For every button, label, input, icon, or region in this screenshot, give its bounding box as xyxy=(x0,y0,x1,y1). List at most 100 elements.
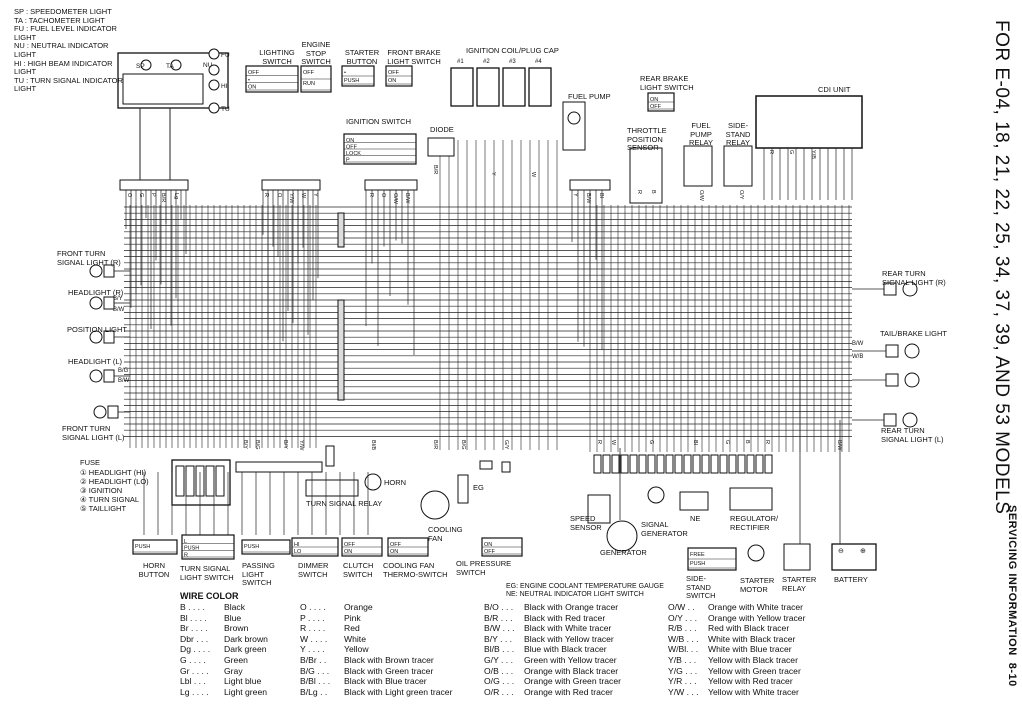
fuse xyxy=(176,466,184,496)
wire-color-entry: Bl/B . . .Blue with Black tracer xyxy=(484,644,621,655)
wire-color-entry: R . . . .Red xyxy=(300,623,452,634)
wire-code-label: G xyxy=(648,440,654,444)
rear-turn-r-label: REAR TURN SIGNAL LIGHT (R) xyxy=(882,270,952,287)
lamp-connector xyxy=(884,414,896,426)
wire-code-label: B/R xyxy=(160,193,166,202)
bottom-connector xyxy=(594,455,601,473)
ignition-coil-label: IGNITION COIL/PLUG CAP xyxy=(466,47,559,56)
wire-color-code: Dbr . . . xyxy=(180,634,224,645)
meter-lamp xyxy=(209,103,219,113)
switch-state-label: ON xyxy=(344,549,352,555)
harness-junction xyxy=(338,213,344,247)
wire-color-entry: Lbl . . .Light blue xyxy=(180,676,268,687)
wire-code-label: Lg xyxy=(173,193,179,199)
signal-generator-label: SIGNAL GENERATOR xyxy=(641,521,687,538)
switch-state-label: PUSH xyxy=(244,544,259,550)
wire-code-label: Y/W xyxy=(298,440,304,451)
wire-color-entry: Gr . . . .Gray xyxy=(180,666,268,677)
cooling-fan-label: COOLING FAN xyxy=(428,526,462,543)
wire-color-entry: Y/W . . .Yellow with White tracer xyxy=(668,687,805,698)
neutral-switch xyxy=(680,492,708,510)
wire-color-entry: O . . . .Orange xyxy=(300,602,452,613)
switch-state-label: LOCK xyxy=(346,151,361,157)
wire-color-code: R . . . . xyxy=(300,623,344,634)
bottom-connector xyxy=(648,455,655,473)
switch-state-label: PUSH xyxy=(135,544,150,550)
wire-color-name: Yellow with White tracer xyxy=(708,687,799,698)
wire-color-code: W/Bl. . . xyxy=(668,644,708,655)
switch-state-label: PUSH xyxy=(184,546,199,552)
wire-color-name: Brown xyxy=(224,623,248,634)
lamp-connector xyxy=(886,345,898,357)
headlight-r-label: HEADLIGHT (R) xyxy=(68,289,123,298)
wire-color-code: O/G . . . xyxy=(484,676,524,687)
ignition-switch-label: IGNITION SWITCH xyxy=(346,118,411,127)
throttle-position-sensor xyxy=(630,148,662,203)
wire-color-entry: Bl . . . .Blue xyxy=(180,613,268,624)
wire-code-label: B/W xyxy=(852,341,864,347)
meter-lamp xyxy=(209,80,219,90)
wire-color-entry: R/B . . .Red with Black tracer xyxy=(668,623,805,634)
wire-code-label: O xyxy=(380,193,386,198)
front-turn-l-label: FRONT TURN SIGNAL LIGHT (L) xyxy=(62,425,132,442)
switch-state-label: OFF xyxy=(346,145,358,151)
wire-color-entry: Dbr . . .Dark brown xyxy=(180,634,268,645)
switch-state-label: R xyxy=(184,552,188,558)
starter-button-label: STARTER BUTTON xyxy=(344,49,380,66)
wire-color-name: Black with Yellow tracer xyxy=(524,634,614,645)
ne-label: NE xyxy=(690,515,700,524)
wire-code-label: B/R xyxy=(432,165,438,174)
switch-connector xyxy=(262,180,320,190)
wire-color-code: Y/G . . . xyxy=(668,666,708,677)
switch-state-label: OFF xyxy=(390,542,402,548)
switch-state-label: ON xyxy=(346,138,354,144)
bottom-connector xyxy=(747,455,754,473)
wire-code-label: W xyxy=(530,172,536,178)
clutch-switch-label: CLUTCH SWITCH xyxy=(343,562,377,579)
wire-color-code: W/B . . . xyxy=(668,634,708,645)
wire-color-code: Y/W . . . xyxy=(668,687,708,698)
wire-color-entry: G . . . .Green xyxy=(180,655,268,666)
bottom-connector xyxy=(702,455,709,473)
wire-code-label: Y xyxy=(312,193,318,197)
cdi-unit-label: CDI UNIT xyxy=(818,86,851,95)
wire-color-code: Bl/B . . . xyxy=(484,644,524,655)
side-stand-relay-label: SIDE- STAND RELAY xyxy=(723,122,753,148)
section-text: SERVICING INFORMATION xyxy=(1006,505,1018,656)
wire-color-code: O/W . . xyxy=(668,602,708,613)
wire-color-name: Black with Light green tracer xyxy=(344,687,452,698)
fuse-item: ④ TURN SIGNAL xyxy=(80,495,149,504)
wire-code-label: B xyxy=(650,190,656,194)
wire-color-entry: O/B . . .Orange with Black tracer xyxy=(484,666,621,677)
wire-code-label: B/R xyxy=(432,440,438,449)
diode-label: DIODE xyxy=(430,126,454,135)
wire-color-entry: W/Bl. . .White with Blue tracer xyxy=(668,644,805,655)
switch-state-label: OFF xyxy=(484,549,496,555)
switch-state-label: ON xyxy=(388,78,396,84)
wire-color-name: Dark brown xyxy=(224,634,268,645)
engine-stop-switch-label: ENGINE STOP SWITCH xyxy=(298,41,334,67)
wire-color-entry: G/Y . . .Green with Yellow tracer xyxy=(484,655,621,666)
rear-turn-l-label: REAR TURN SIGNAL LIGHT (L) xyxy=(881,427,951,444)
wire-color-name: Black with Brown tracer xyxy=(344,655,434,666)
note-eg: EG: ENGINE COOLANT TEMPERATURE GAUGE xyxy=(506,583,664,591)
starter-relay xyxy=(784,544,810,570)
wire-color-code: G/Y . . . xyxy=(484,655,524,666)
bottom-connector xyxy=(657,455,664,473)
wire-code-label: Bl xyxy=(692,440,698,445)
wire-color-column-2: O . . . .OrangeP . . . .PinkR . . . .Red… xyxy=(300,602,452,697)
fuel-pump-motor xyxy=(568,112,580,124)
section-label: SERVICING INFORMATION 8-10 xyxy=(1006,505,1018,687)
wire-color-name: Black with Orange tracer xyxy=(524,602,618,613)
wire-code-label: Bl xyxy=(598,193,604,198)
switch-state-label: OFF xyxy=(344,542,356,548)
lighting-switch-label: LIGHTING SWITCH xyxy=(257,49,297,66)
starter-motor xyxy=(748,545,764,561)
meter-lamp-code: TU xyxy=(221,106,230,113)
wire-color-entry: B/R . . .Black with Red tracer xyxy=(484,613,621,624)
bottom-connector xyxy=(729,455,736,473)
side-stand-relay xyxy=(724,146,752,186)
page-title: FOR E-04, 18, 21, 22, 25, 34, 37, 39, AN… xyxy=(990,20,1012,514)
fuse-item: ① HEADLIGHT (HI) xyxy=(80,468,149,477)
bottom-connector xyxy=(720,455,727,473)
